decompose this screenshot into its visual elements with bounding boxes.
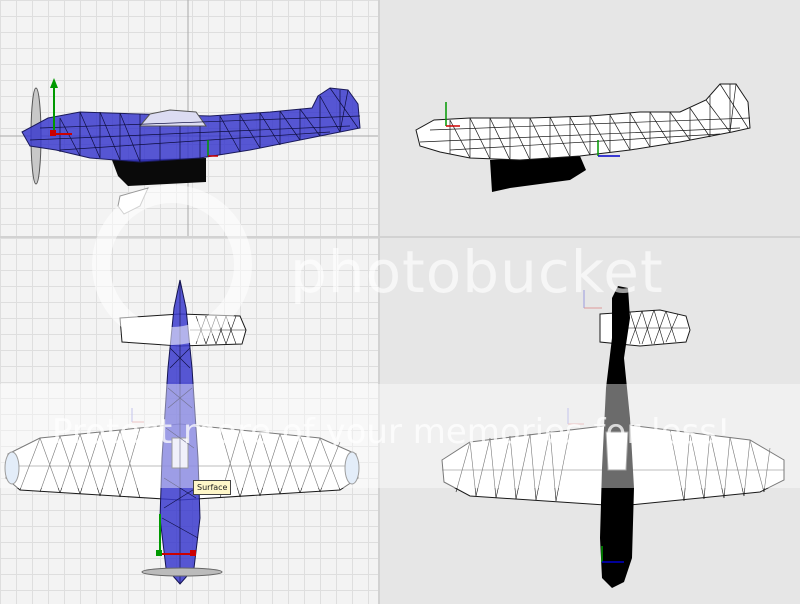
viewport-top-shaded[interactable] xyxy=(0,238,378,604)
wing-mesh xyxy=(8,427,358,499)
viewport-top-hidden-line[interactable] xyxy=(380,238,800,604)
side-hidden-canvas xyxy=(415,83,751,192)
wire-mesh xyxy=(29,87,361,163)
belly-scoop xyxy=(112,158,206,186)
viewport-splitter-vertical[interactable] xyxy=(378,0,380,604)
top-hidden-canvas xyxy=(441,286,785,588)
viewport-side-shaded[interactable] xyxy=(0,0,378,236)
xyz-axis-icon xyxy=(601,546,624,563)
canopy xyxy=(138,109,207,127)
stabilizer-mesh xyxy=(616,309,688,345)
wingtip-right xyxy=(344,451,360,485)
xyz-axis-icon xyxy=(567,408,584,425)
propeller xyxy=(141,567,223,577)
viewport-splitter-horizontal[interactable] xyxy=(0,236,800,238)
xyz-axis-icon xyxy=(131,408,144,423)
xyz-axis-icon xyxy=(207,140,218,157)
xyz-axis-icon xyxy=(445,102,460,127)
canopy xyxy=(605,431,629,471)
landing-gear xyxy=(117,187,149,215)
wire-mesh xyxy=(419,83,751,161)
xyz-axis-icon xyxy=(583,290,602,309)
viewport-side-hidden-line[interactable] xyxy=(380,0,800,236)
wingtip-left xyxy=(4,451,20,485)
belly-scoop xyxy=(490,156,586,192)
top-shaded-canvas xyxy=(4,279,360,585)
xyz-axis-icon xyxy=(50,78,72,136)
surface-tooltip: Surface xyxy=(193,480,232,495)
side-shaded-canvas xyxy=(0,0,378,236)
xyz-axis-icon xyxy=(597,140,620,157)
xyz-axis-icon xyxy=(156,514,196,556)
